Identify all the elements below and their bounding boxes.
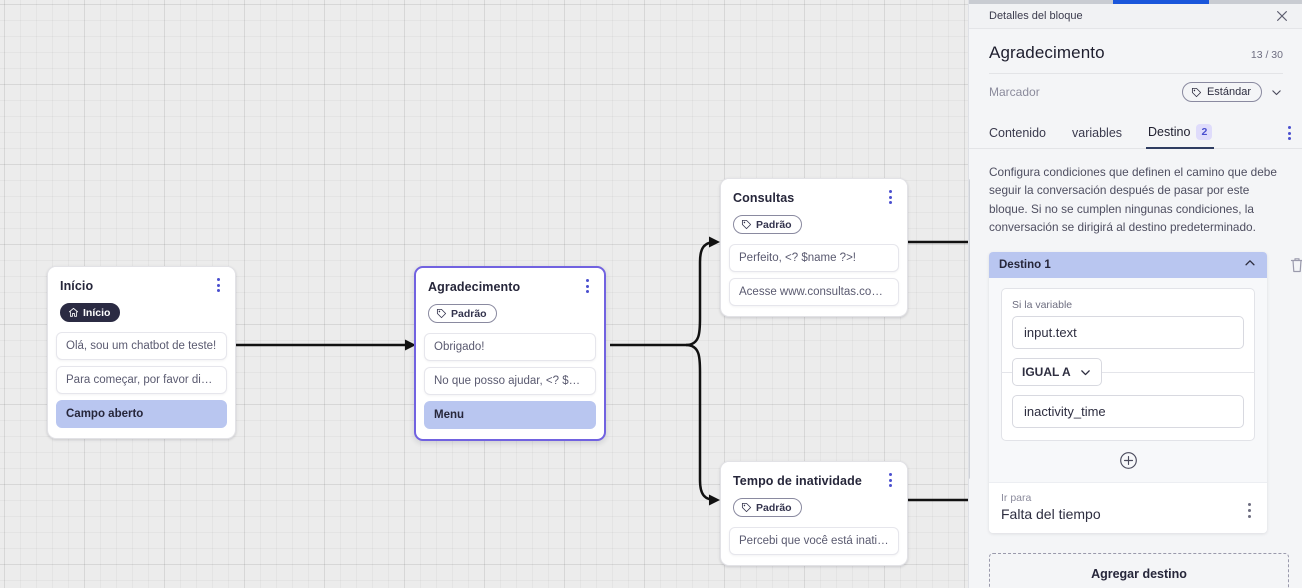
- node-menu-icon[interactable]: [580, 278, 594, 294]
- tab-contenido[interactable]: Contenido: [989, 126, 1046, 148]
- flow-canvas[interactable]: Início Início Olá, sou um chatbot de tes…: [0, 0, 968, 588]
- plus-circle-icon[interactable]: [1119, 451, 1138, 470]
- node-tag-padrao: Padrão: [428, 304, 497, 323]
- node-body: Percebi que você está inativo. C...: [721, 527, 907, 565]
- node-message[interactable]: Acesse www.consultas.com par...: [729, 278, 899, 306]
- node-tag-label: Padrão: [451, 307, 487, 320]
- goto-value: Falta del tiempo: [1001, 506, 1101, 523]
- node-message[interactable]: Para começar, por favor digite o ...: [56, 366, 227, 394]
- tab-label: Contenido: [989, 126, 1046, 140]
- close-icon[interactable]: [1273, 7, 1291, 25]
- node-tag-inicio: Início: [60, 303, 121, 322]
- node-menu-icon[interactable]: [211, 277, 225, 293]
- node-tag-label: Início: [83, 306, 111, 319]
- node-menu-icon[interactable]: [883, 472, 897, 488]
- marker-label: Marcador: [989, 85, 1040, 99]
- flow-node-consultas[interactable]: Consultas Padrão Perfeito, <? $name ?>! …: [720, 178, 908, 317]
- node-header: Início Início: [48, 267, 235, 332]
- node-message[interactable]: Obrigado!: [424, 333, 596, 361]
- tab-badge: 2: [1196, 124, 1213, 140]
- node-title: Consultas: [733, 191, 795, 205]
- node-title: Tempo de inatividade: [733, 474, 862, 488]
- browser-top-bar: [969, 0, 1302, 4]
- compare-value-input[interactable]: [1012, 395, 1244, 429]
- panel-scroll-area[interactable]: Agradecimento 13 / 30 Marcador Estándar: [969, 29, 1302, 588]
- tag-icon: [1191, 87, 1202, 97]
- destination-title: Destino 1: [999, 259, 1051, 272]
- top-bar-highlight: [1113, 0, 1209, 4]
- node-menu-icon[interactable]: [883, 189, 897, 205]
- trash-icon[interactable]: [1289, 256, 1302, 274]
- node-tag-label: Padrão: [756, 501, 792, 514]
- marker-chip[interactable]: Estándar: [1181, 82, 1262, 102]
- page-title: Agradecimento: [989, 43, 1105, 62]
- home-icon: [68, 307, 79, 317]
- condition-label: Si la variable: [1012, 299, 1073, 312]
- node-message-highlight[interactable]: Campo aberto: [56, 400, 227, 428]
- node-tag-label: Padrão: [756, 218, 792, 231]
- node-title: Início: [60, 279, 94, 293]
- node-message[interactable]: Perfeito, <? $name ?>!: [729, 244, 899, 272]
- destination-card: Destino 1 Si la variable IGUAL A: [989, 252, 1267, 534]
- destination-header[interactable]: Destino 1: [989, 252, 1267, 279]
- flow-node-agradecimento[interactable]: Agradecimento Padrão Obrigado! No que po…: [414, 266, 606, 441]
- tab-variables[interactable]: variables: [1072, 126, 1122, 148]
- node-message[interactable]: Olá, sou um chatbot de teste!: [56, 332, 227, 360]
- panel-title-row: Agradecimento 13 / 30: [969, 29, 1302, 73]
- goto-box[interactable]: Ir para Falta del tiempo: [989, 482, 1267, 534]
- goto-label: Ir para: [1001, 492, 1032, 505]
- operator-label: IGUAL A: [1022, 365, 1071, 380]
- node-body: Olá, sou um chatbot de teste! Para começ…: [48, 332, 235, 438]
- node-body: Obrigado! No que posso ajudar, <? $name …: [416, 333, 604, 439]
- destination-wrapper: Destino 1 Si la variable IGUAL A: [989, 252, 1302, 534]
- flow-node-inicio[interactable]: Início Início Olá, sou um chatbot de tes…: [47, 266, 236, 439]
- node-title: Agradecimento: [428, 280, 521, 294]
- goto-inner: Ir para Falta del tiempo: [1001, 492, 1248, 522]
- more-vertical-icon[interactable]: [1288, 126, 1291, 148]
- node-header: Agradecimento Padrão: [416, 268, 604, 333]
- marker-row: Marcador Estándar: [989, 73, 1283, 112]
- add-condition-row: [989, 441, 1267, 482]
- block-details-panel: Detalles del bloque Agradecimento 13 / 3…: [968, 0, 1302, 588]
- panel-header: Detalles del bloque: [969, 4, 1302, 29]
- tag-icon: [436, 308, 447, 319]
- tag-icon: [741, 219, 752, 230]
- panel-description: Configura condiciones que definen el cam…: [989, 165, 1277, 234]
- variable-input[interactable]: [1012, 316, 1244, 350]
- node-tag-padrao: Padrão: [733, 215, 802, 234]
- node-message[interactable]: No que posso ajudar, <? $name ...: [424, 367, 596, 395]
- operator-select[interactable]: IGUAL A: [1012, 358, 1102, 387]
- panel-tabs: Contenido variables Destino 2: [969, 118, 1302, 149]
- panel-scrollbar[interactable]: [969, 179, 970, 479]
- condition-box: Si la variable IGUAL A: [1001, 288, 1255, 442]
- more-vertical-icon[interactable]: [1248, 503, 1255, 522]
- tab-label: Destino: [1148, 125, 1191, 139]
- add-destination-button[interactable]: Agregar destino: [989, 553, 1289, 588]
- flow-node-tempo-de-inatividade[interactable]: Tempo de inatividade Padrão Percebi que …: [720, 461, 908, 566]
- node-body: Perfeito, <? $name ?>! Acesse www.consul…: [721, 244, 907, 316]
- marker-chip-label: Estándar: [1206, 86, 1251, 98]
- tab-destino[interactable]: Destino 2: [1146, 124, 1215, 149]
- node-tag-padrao: Padrão: [733, 498, 802, 517]
- operator-row: IGUAL A: [1001, 357, 1255, 387]
- add-destination-label: Agregar destino: [1091, 567, 1187, 582]
- node-header: Consultas Padrão: [721, 179, 907, 244]
- tab-label: variables: [1072, 126, 1123, 140]
- character-counter: 13 / 30: [1250, 49, 1283, 61]
- chevron-down-icon[interactable]: [1270, 86, 1283, 99]
- node-message-highlight[interactable]: Menu: [424, 401, 596, 429]
- tag-icon: [741, 502, 752, 513]
- panel-header-title: Detalles del bloque: [989, 10, 1083, 22]
- node-message[interactable]: Percebi que você está inativo. C...: [729, 527, 899, 555]
- node-header: Tempo de inatividade Padrão: [721, 462, 907, 527]
- chevron-up-icon[interactable]: [1243, 256, 1257, 275]
- chevron-down-icon: [1080, 369, 1090, 375]
